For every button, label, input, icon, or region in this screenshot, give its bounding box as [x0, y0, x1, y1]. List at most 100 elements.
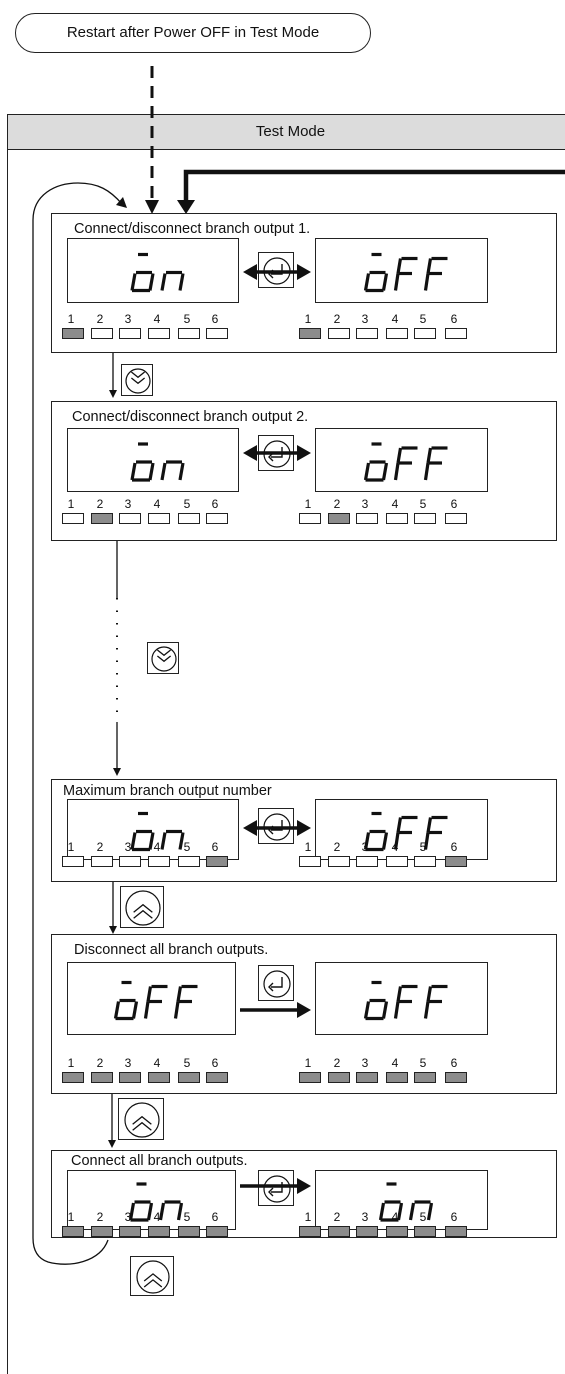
- led-number: 2: [333, 840, 341, 854]
- right-display: oFF: [315, 799, 488, 860]
- seven-segment-readout: [130, 811, 185, 852]
- led-number: 3: [124, 1056, 132, 1070]
- enter-icon: [263, 1175, 291, 1203]
- led-lit: [119, 1226, 141, 1237]
- enter-key[interactable]: [258, 1170, 294, 1206]
- led-lit: [299, 1226, 321, 1237]
- enter-icon: [263, 970, 291, 998]
- led-number: 6: [211, 312, 219, 326]
- led-lit: [178, 1072, 200, 1083]
- led-unlit: [328, 328, 350, 339]
- led-unlit: [178, 856, 200, 867]
- led-number: 6: [211, 1056, 219, 1070]
- chevron-up-icon: [136, 1260, 170, 1294]
- segment-char: [423, 815, 448, 850]
- led-lit: [356, 1226, 378, 1237]
- led-number: 2: [333, 312, 341, 326]
- enter-icon: [263, 257, 291, 285]
- led-lit: [148, 1226, 170, 1237]
- led-unlit: [414, 856, 436, 867]
- led-number: 4: [391, 1210, 399, 1224]
- led-number: 5: [183, 840, 191, 854]
- step-title: Connect all branch outputs.: [71, 1153, 248, 1169]
- down-key[interactable]: [121, 364, 153, 396]
- step-title: Maximum branch output number: [63, 783, 272, 799]
- led-lit: [62, 1226, 84, 1237]
- led-number: 3: [361, 1056, 369, 1070]
- enter-icon: [263, 813, 291, 841]
- left-display: oFF: [67, 962, 236, 1035]
- test-mode-frame: [7, 114, 565, 1374]
- led-unlit: [119, 328, 141, 339]
- entry-line: [183, 169, 565, 202]
- led-number: 2: [333, 1056, 341, 1070]
- led-unlit: [386, 513, 408, 524]
- led-unlit: [148, 856, 170, 867]
- led-number: 3: [361, 840, 369, 854]
- segment-char: [363, 252, 389, 293]
- led-number: 5: [419, 1056, 427, 1070]
- led-lit: [445, 856, 467, 867]
- led-number: 6: [211, 1210, 219, 1224]
- right-display: oFF: [315, 962, 488, 1035]
- led-unlit: [299, 856, 321, 867]
- up-key[interactable]: [118, 1098, 164, 1140]
- led-number: 6: [211, 497, 219, 511]
- led-number: 1: [304, 1210, 312, 1224]
- led-unlit: [148, 328, 170, 339]
- led-number: 6: [450, 312, 458, 326]
- led-number: 5: [419, 312, 427, 326]
- led-unlit: [356, 328, 378, 339]
- segment-char: [363, 442, 389, 482]
- segment-char: [363, 980, 389, 1021]
- led-lit: [91, 1072, 113, 1083]
- led-unlit: [206, 513, 228, 524]
- down-key[interactable]: [147, 642, 179, 674]
- up-key[interactable]: [130, 1256, 174, 1296]
- seven-segment-readout: [363, 811, 448, 852]
- led-lit: [91, 513, 113, 524]
- led-number: 4: [153, 497, 161, 511]
- segment-char: [393, 446, 418, 481]
- led-number: 5: [419, 497, 427, 511]
- segment-char: [423, 984, 448, 1019]
- segment-char: [423, 256, 448, 291]
- segment-char: [393, 256, 418, 291]
- led-unlit: [91, 328, 113, 339]
- led-number: 2: [96, 312, 104, 326]
- led-lit: [356, 1072, 378, 1083]
- led-unlit: [414, 513, 436, 524]
- led-lit: [328, 513, 350, 524]
- enter-key[interactable]: [258, 252, 294, 288]
- led-number: 3: [361, 497, 369, 511]
- led-unlit: [206, 328, 228, 339]
- led-number: 3: [124, 840, 132, 854]
- led-number: 4: [391, 312, 399, 326]
- right-display: oFF: [315, 428, 488, 492]
- led-number: 1: [304, 312, 312, 326]
- enter-key[interactable]: [258, 435, 294, 471]
- loopback-line: [32, 182, 123, 1265]
- segment-char: [130, 811, 155, 852]
- led-number: 2: [96, 497, 104, 511]
- enter-key[interactable]: [258, 965, 294, 1001]
- left-display: on: [67, 238, 239, 303]
- segment-char: [173, 984, 198, 1019]
- led-number: 5: [183, 1056, 191, 1070]
- led-number: 3: [361, 312, 369, 326]
- enter-key[interactable]: [258, 808, 294, 844]
- right-display: on: [315, 1170, 488, 1230]
- led-unlit: [119, 513, 141, 524]
- led-number: 5: [183, 497, 191, 511]
- loopback-arrow-head: [116, 197, 127, 208]
- led-number: 6: [450, 497, 458, 511]
- led-lit: [386, 1226, 408, 1237]
- led-unlit: [119, 856, 141, 867]
- up-key[interactable]: [120, 886, 164, 928]
- led-unlit: [148, 513, 170, 524]
- led-lit: [328, 1226, 350, 1237]
- segment-char: [128, 1182, 154, 1222]
- led-number: 1: [67, 1056, 75, 1070]
